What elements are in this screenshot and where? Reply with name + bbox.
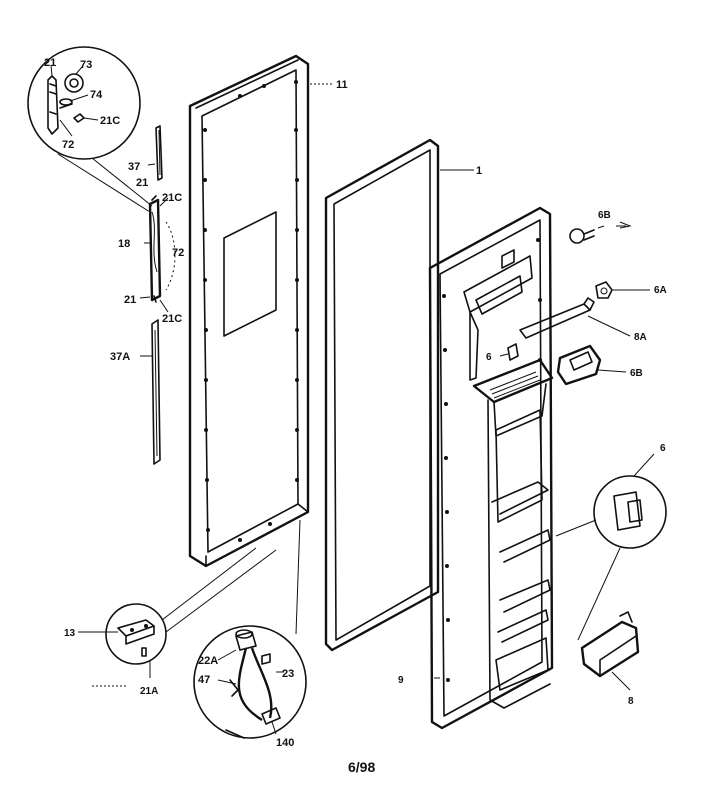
- label-21-mid: 21: [136, 177, 148, 189]
- label-8: 8: [628, 696, 634, 707]
- label-11: 11: [336, 79, 348, 91]
- label-21-top: 21: [44, 57, 56, 69]
- hinge-strip-37a: [151, 319, 161, 465]
- detail-circle-hinge: [27, 46, 141, 160]
- label-22a: 22A: [198, 655, 218, 667]
- label-6-detail: 6: [660, 443, 666, 454]
- part-8-retainer: [580, 611, 640, 691]
- part-8a-lever: [519, 297, 631, 339]
- label-72-detail: 72: [62, 139, 74, 151]
- label-13: 13: [64, 628, 76, 639]
- leader-lines: [139, 83, 474, 679]
- detail-circle-wiring: [193, 519, 307, 739]
- detail-circle-switch: [555, 453, 667, 641]
- callout-labels: 21 73 74 21C 72 11 1 37 21 21C 18 72 21 …: [44, 57, 667, 749]
- label-72: 72: [172, 247, 184, 259]
- label-140: 140: [276, 737, 294, 749]
- label-74: 74: [90, 89, 103, 101]
- label-73: 73: [80, 59, 92, 71]
- revision-date: 6/98: [348, 759, 375, 775]
- part-6a-bracket: [595, 281, 650, 299]
- inner-door-liner: [428, 206, 554, 730]
- label-37: 37: [128, 161, 140, 173]
- part-6b-paddle: [556, 344, 627, 386]
- label-9: 9: [398, 675, 404, 686]
- label-21c-lower: 21C: [162, 313, 182, 325]
- label-6-small: 6: [486, 352, 492, 363]
- label-21a: 21A: [140, 686, 158, 697]
- label-6b-mid: 6B: [630, 368, 643, 379]
- detail-leader-line-b: [57, 153, 151, 213]
- detail-leader-line-a: [91, 157, 153, 207]
- detail-circle-bracket: [78, 547, 277, 687]
- label-6b-top: 6B: [598, 210, 611, 221]
- label-21c-upper: 21C: [162, 192, 182, 204]
- label-6a: 6A: [654, 285, 667, 296]
- label-1: 1: [476, 165, 482, 177]
- outer-door-panel: [188, 54, 310, 568]
- hinge-bracket-18: [148, 195, 176, 303]
- part-6-switch: [499, 343, 519, 361]
- label-21-low: 21: [124, 294, 136, 306]
- label-23: 23: [282, 668, 294, 680]
- label-21c-detail: 21C: [100, 115, 120, 127]
- door-gasket: [324, 138, 440, 652]
- hinge-strip-37: [155, 125, 163, 181]
- part-6b-screw: [569, 221, 632, 244]
- label-37a: 37A: [110, 351, 130, 363]
- label-8a: 8A: [634, 332, 647, 343]
- label-18: 18: [118, 238, 130, 250]
- label-47: 47: [198, 674, 210, 686]
